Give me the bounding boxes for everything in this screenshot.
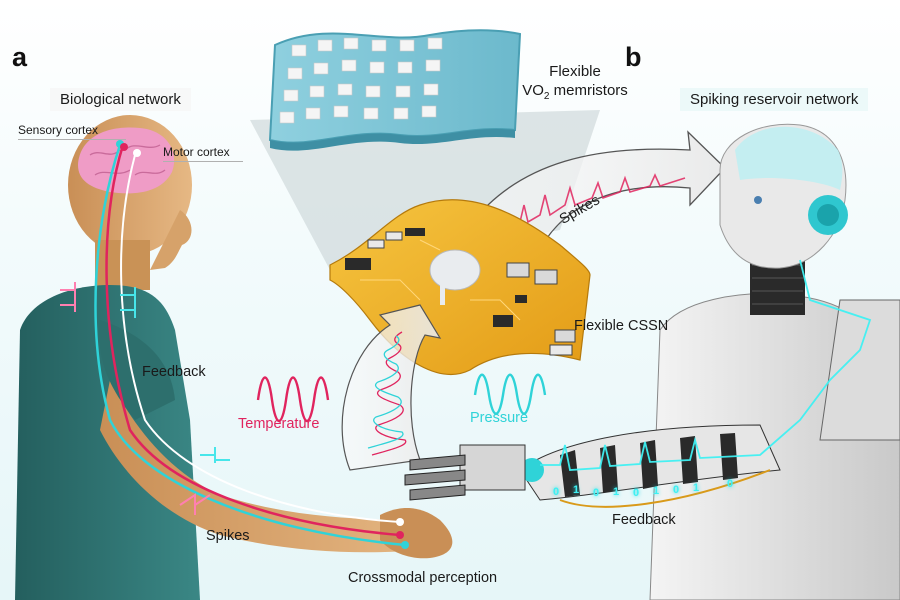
panel-label-b: b [625, 42, 642, 72]
crossmodal-arrow [341, 304, 442, 471]
feedback-robot-label: Feedback [612, 512, 676, 528]
panel-label-a: a [12, 42, 28, 72]
binary-digit: 1 [573, 484, 580, 496]
sensory-cortex-label: Sensory cortex [18, 123, 126, 140]
temperature-wave-icon [256, 376, 330, 423]
panel-title-spiking-reservoir-network: Spiking reservoir network [680, 88, 869, 111]
memristor-label-line2: VO2 memristors [522, 82, 628, 102]
binary-digit: 0 [673, 484, 680, 496]
feedback-human-label: Feedback [142, 364, 206, 380]
crossmodal-perception-label: Crossmodal perception [348, 570, 498, 586]
binary-digit: 0 [593, 487, 600, 499]
motor-cortex-label: Motor cortex [163, 145, 243, 162]
binary-digit: 1 [653, 485, 660, 497]
temperature-label: Temperature [238, 416, 320, 432]
binary-digit: 1 [613, 486, 620, 498]
memristor-label-line1: Flexible [549, 63, 601, 80]
human-figure [15, 115, 453, 600]
memristor-sheet [268, 29, 522, 151]
binary-digit: 0 [553, 486, 560, 498]
spikes-arm-label: Spikes [206, 528, 250, 544]
robot-figure [404, 123, 900, 600]
binary-digit: 1 [693, 482, 700, 494]
flexible-cssn-label: Flexible CSSN [574, 318, 669, 334]
binary-digit: 0 [727, 478, 734, 490]
pressure-wave-icon [473, 373, 547, 415]
binary-digit: 0 [633, 487, 640, 499]
memristor-label: Flexible VO2 memristors [510, 62, 640, 106]
panel-title-biological-network: Biological network [50, 88, 191, 111]
pressure-label: Pressure [470, 410, 529, 426]
